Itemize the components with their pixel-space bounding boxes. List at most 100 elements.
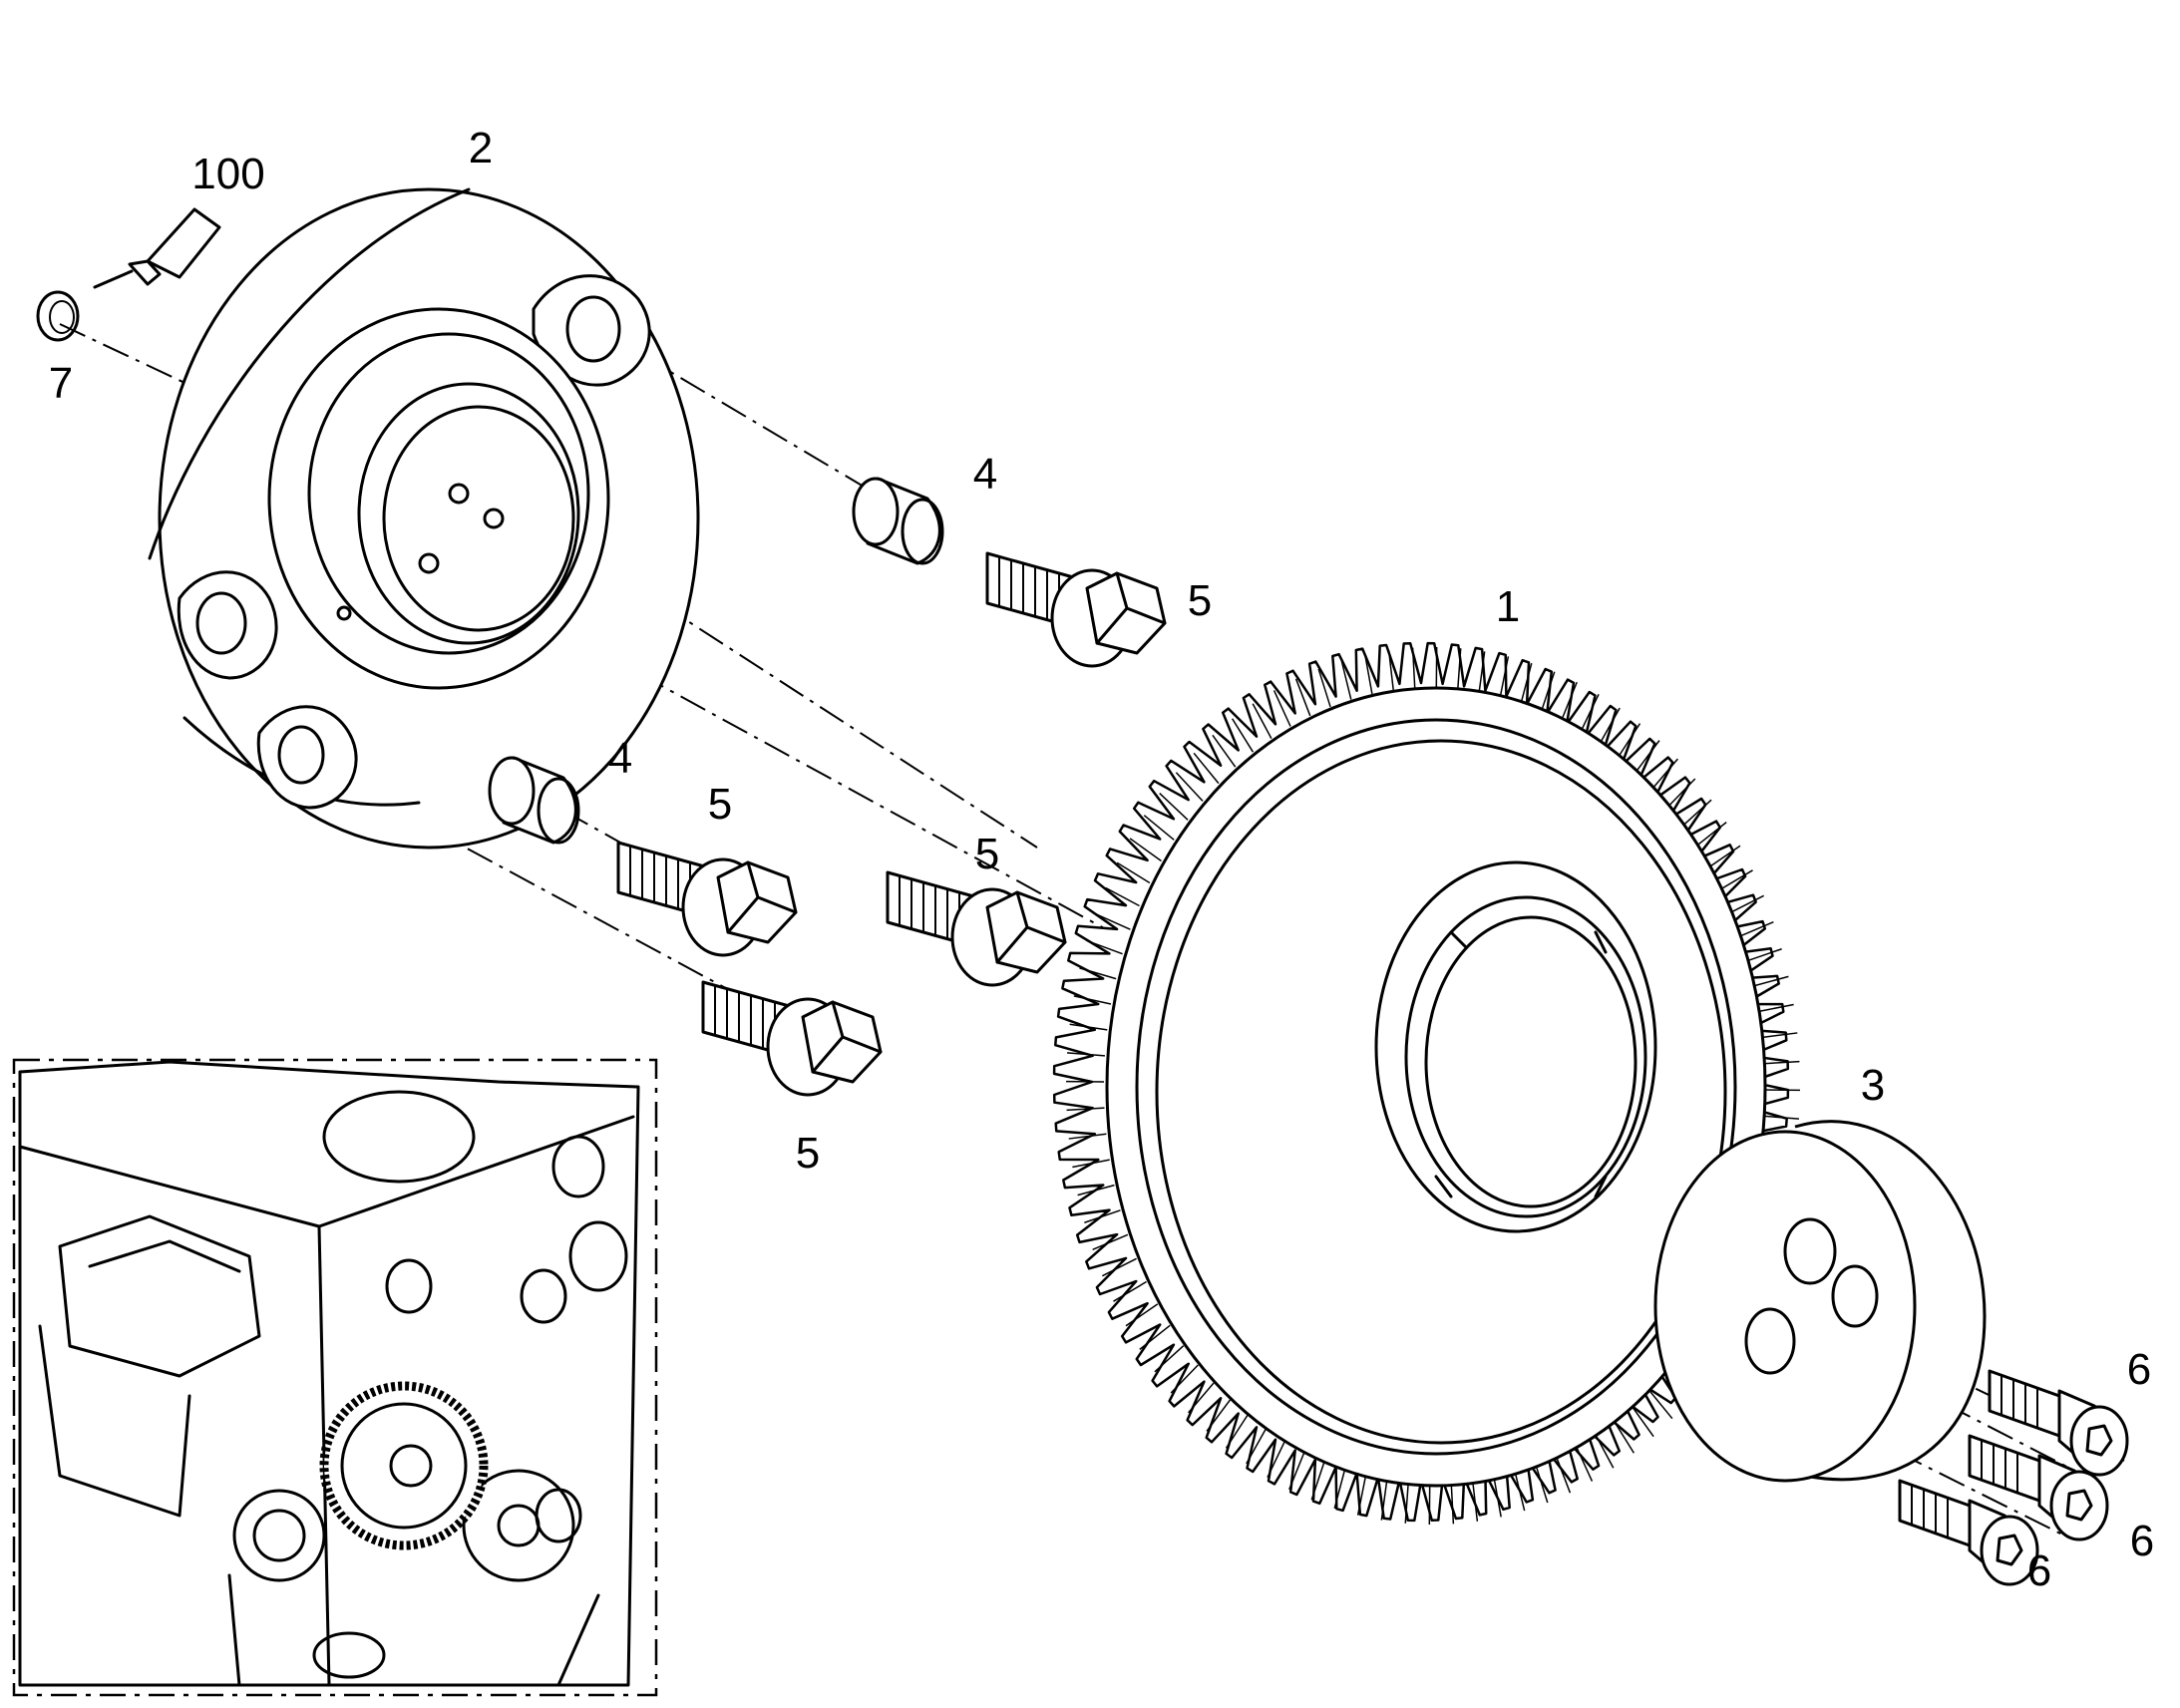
gear-tooth-line	[1143, 815, 1175, 841]
gear-tooth-line	[1102, 1257, 1137, 1277]
gear-tooth-line	[1084, 1209, 1121, 1223]
gear-tooth-line	[1499, 656, 1510, 696]
gear-tooth-line	[1105, 886, 1140, 907]
callout-5-upper: 5	[1188, 576, 1212, 625]
idler-gear-part	[1052, 641, 1800, 1525]
gear-tooth-line	[1129, 838, 1162, 862]
gear-tooth-line	[1411, 647, 1416, 688]
gear-tooth-line	[1535, 1464, 1549, 1504]
gear-tooth-line	[1635, 740, 1660, 773]
gear-tooth-line	[1759, 1032, 1798, 1039]
callout-labels: 1 2 3 4 4 5 5 5 5 6 6 6 7 100	[49, 124, 2154, 1595]
gear-tooth-line	[1066, 1052, 1105, 1057]
gear-tooth-line	[1737, 921, 1774, 938]
gear-tooth-line	[1212, 734, 1237, 768]
callout-6-bottom: 6	[2027, 1546, 2051, 1595]
engine-location-inset	[12, 1058, 658, 1697]
gear-tooth-line	[1745, 948, 1782, 962]
gear-tooth-line	[1478, 651, 1486, 692]
gear-tooth-line	[1651, 758, 1678, 790]
gear-tooth-line	[1541, 671, 1556, 710]
gear-tooth-line	[1188, 1382, 1215, 1414]
callout-6-right: 6	[2130, 1517, 2154, 1565]
gear-tooth-line	[1170, 1364, 1199, 1394]
cap-screw-part	[1988, 1369, 2129, 1477]
gear-tooth-line	[1618, 723, 1641, 758]
gear-tooth-line	[1175, 772, 1204, 802]
gear-tooth-line	[1380, 1480, 1388, 1521]
retaining-ring-part	[36, 290, 80, 342]
gear-tooth-line	[1267, 1441, 1285, 1478]
gear-tooth-line	[1231, 718, 1255, 753]
gear-tooth-line	[1450, 1484, 1455, 1525]
gear-tooth-line	[1086, 939, 1123, 955]
engine-block-illustration	[18, 1060, 640, 1687]
gear-tooth-line	[1272, 690, 1291, 727]
flange-hub-part	[148, 187, 700, 850]
callout-4-lower: 4	[608, 734, 632, 783]
gear-tooth-line	[1364, 654, 1373, 695]
gear-tooth-line	[1333, 1470, 1346, 1510]
gear-tooth-line	[1079, 967, 1117, 980]
gear-tooth-line	[1154, 1345, 1185, 1373]
callout-5-middle-right: 5	[975, 830, 999, 878]
gear-tooth-line	[1594, 1433, 1615, 1469]
gear-tooth-line	[1139, 1324, 1171, 1350]
gear-tooth-line	[1600, 707, 1621, 743]
gear-tooth-line	[1294, 678, 1311, 717]
gear-tooth-line	[1695, 822, 1727, 848]
gear-tooth-line	[1756, 1003, 1794, 1013]
gear-tooth-line	[1073, 995, 1112, 1005]
gear-tooth-line	[1707, 845, 1741, 868]
gear-tooth-line	[1761, 1115, 1800, 1120]
gear-tooth-line	[1225, 1414, 1249, 1449]
gear-tooth-line	[1667, 778, 1696, 808]
gear-tooth-line	[1761, 1060, 1800, 1065]
callout-100: 100	[191, 150, 264, 198]
gear-tooth-line	[1575, 1445, 1594, 1482]
flange-bolt-part	[616, 841, 798, 957]
gear-tooth-line	[1113, 1280, 1147, 1302]
gear-tooth-line	[1472, 1481, 1479, 1522]
gear-tooth-line	[1206, 1399, 1232, 1432]
gear-tooth-line	[1116, 861, 1151, 884]
gear-tooth-line	[1077, 1184, 1115, 1196]
gear-tooth-line	[1288, 1452, 1305, 1491]
thrust-washer-part	[1653, 1120, 1987, 1483]
callout-6-top: 6	[2127, 1345, 2151, 1394]
flange-bolt-part	[985, 551, 1167, 668]
gear-tooth-line	[1193, 752, 1220, 785]
gear-tooth-line	[1751, 975, 1789, 988]
flange-bolt-part	[886, 870, 1067, 987]
gear-tooth-line	[1681, 799, 1712, 827]
callout-2: 2	[469, 124, 493, 172]
gear-tooth-line	[1069, 1023, 1108, 1031]
gear-tooth-line	[1581, 694, 1600, 731]
gear-tooth-line	[1493, 1477, 1502, 1518]
callout-1: 1	[1496, 582, 1520, 631]
bushing-part-lower	[488, 756, 580, 845]
cap-screw-part	[1968, 1434, 2109, 1541]
gear-tooth-line	[1719, 869, 1753, 891]
bushing-part-upper	[852, 477, 944, 565]
gear-tooth-line	[1555, 1455, 1572, 1494]
flange-bolt-part	[701, 980, 883, 1097]
gear-tooth-line	[1159, 793, 1189, 821]
gear-tooth-line	[1125, 1303, 1159, 1327]
cap-screw-part	[1898, 1479, 2039, 1586]
callout-4-upper: 4	[973, 450, 997, 499]
gear-tooth-line	[1072, 1159, 1110, 1169]
gear-tooth-line	[1404, 1483, 1409, 1524]
gear-tooth-line	[1561, 681, 1578, 720]
gear-tooth-line	[1514, 1472, 1526, 1512]
gear-tooth-line	[1095, 912, 1131, 930]
gear-tooth-line	[1646, 1387, 1673, 1420]
gear-tooth-line	[1356, 1476, 1367, 1516]
callout-5-middle-left: 5	[708, 780, 732, 829]
gear-tooth-line	[1092, 1233, 1129, 1250]
gear-tooth-line	[1340, 660, 1352, 700]
gear-tooth-line	[1520, 662, 1533, 702]
callout-5-lower: 5	[796, 1129, 820, 1178]
gear-tooth-line	[1387, 650, 1394, 691]
